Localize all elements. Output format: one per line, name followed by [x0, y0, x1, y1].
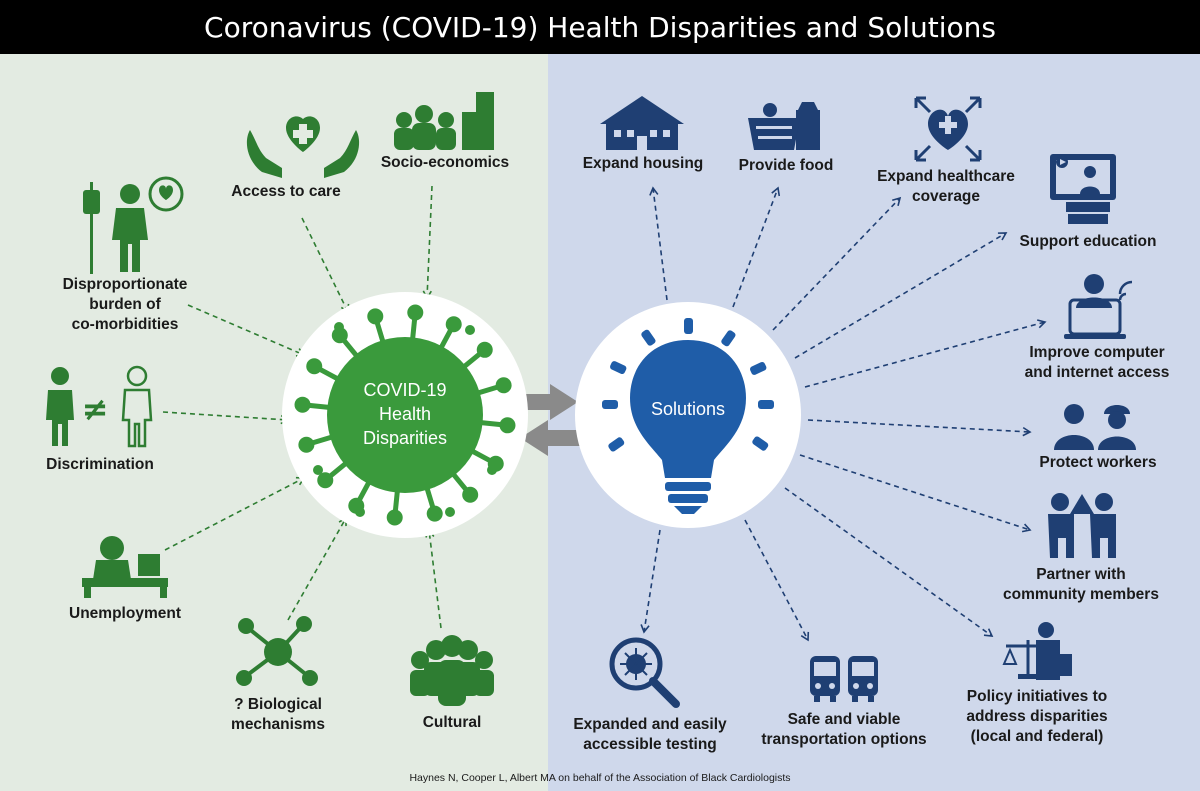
arrow-unemployment	[164, 476, 306, 551]
label-protect-workers: Protect workers	[1039, 454, 1157, 471]
arrow-left-gray	[520, 420, 580, 456]
arrow-socio	[422, 185, 433, 300]
virus-spike-tip	[331, 327, 348, 344]
covid-hub-line-2: Health	[378, 404, 432, 424]
arrow-education	[794, 232, 1008, 359]
label-improve-computer: Improve computer and internet access	[1006, 343, 1188, 383]
disparity-connectors	[162, 185, 442, 629]
virus-spike-tip	[445, 316, 462, 333]
exchange-arrows	[518, 384, 580, 456]
label-comorbidities-line-2: burden of	[89, 296, 161, 313]
label-policy-initiatives: Policy initiatives to address disparitie…	[946, 687, 1128, 747]
label-computer-line-2: and internet access	[1024, 364, 1170, 381]
virus-spike-tip	[306, 358, 323, 375]
label-discrimination: Discrimination	[46, 456, 154, 473]
svg-text:≠: ≠	[82, 390, 109, 428]
label-biological-line-2: mechanisms	[231, 716, 325, 733]
label-policy-line-3: (local and federal)	[970, 728, 1104, 745]
title-bar: Coronavirus (COVID-19) Health Disparitie…	[0, 0, 1200, 54]
label-comorbidities-line-3: co-morbidities	[71, 316, 179, 333]
arrow-testing	[640, 529, 661, 634]
label-computer-line-1: Improve computer	[1029, 344, 1165, 361]
virus-spike-tip	[317, 472, 334, 489]
covid-hub-label: COVID-19 Health Disparities	[345, 378, 465, 450]
label-accessible-testing: Expanded and easily accessible testing	[560, 715, 740, 755]
label-socio-economics: Socio-economics	[380, 154, 510, 171]
credit-line: Haynes N, Cooper L, Albert MA on behalf …	[409, 772, 791, 784]
label-testing-line-1: Expanded and easily	[573, 716, 727, 733]
laptop-user-icon	[1064, 274, 1133, 339]
label-comorbidities-line-1: Disproportionate	[62, 276, 188, 293]
label-policy-line-1: Policy initiatives to	[966, 688, 1108, 705]
label-biological-line-1: ? Biological	[234, 696, 322, 713]
label-transport-line-2: transportation options	[761, 731, 927, 748]
arrow-healthcare	[772, 196, 902, 331]
label-support-education: Support education	[1019, 233, 1157, 250]
virus-spike-tip	[294, 396, 311, 413]
crowd-buildings-icon	[394, 92, 494, 150]
unemployed-person-icon	[82, 536, 168, 598]
arrow-biological	[287, 516, 347, 621]
label-provide-food: Provide food	[738, 157, 834, 174]
arrow-cultural	[425, 528, 442, 629]
diagram-title: Coronavirus (COVID-19) Health Disparitie…	[204, 10, 996, 44]
molecule-network-icon	[236, 616, 318, 686]
label-healthcare-line-2: coverage	[911, 188, 981, 205]
arrow-right-gray	[518, 384, 578, 420]
virus-spike-tip	[386, 509, 403, 526]
arrow-computer	[804, 319, 1047, 388]
virus-spike-tip	[367, 308, 384, 325]
arrow-workers	[807, 419, 1032, 437]
virus-body	[327, 337, 483, 493]
arrow-partner	[799, 454, 1032, 533]
arrow-comorb	[187, 304, 306, 357]
solutions-hub-label: Solutions	[650, 399, 726, 419]
label-expand-housing: Expand housing	[582, 155, 704, 172]
label-comorbidities: Disproportionate burden of co-morbiditie…	[40, 275, 210, 335]
label-access-to-care: Access to care	[231, 183, 341, 200]
virus-spike-tip	[499, 417, 516, 434]
lightbulb-icon	[630, 340, 746, 478]
label-unemployment: Unemployment	[69, 605, 181, 622]
virus-spike-tip	[495, 377, 512, 394]
arrow-housing	[649, 186, 668, 301]
community-group-icon	[410, 635, 494, 706]
label-transportation: Safe and viable transportation options	[746, 710, 942, 750]
virus-spike-tip	[407, 304, 424, 321]
workers-icon	[1054, 404, 1136, 450]
partnership-icon	[1048, 493, 1116, 558]
label-partner-community: Partner with community members	[990, 565, 1172, 605]
covid-hub-line-3: Disparities	[362, 428, 448, 448]
not-equal-people-icon: ≠	[46, 365, 153, 448]
label-biological-mechanisms: ? Biological mechanisms	[205, 695, 351, 735]
virus-spike-tip	[426, 505, 443, 522]
label-partner-line-1: Partner with	[1036, 566, 1126, 583]
label-transport-line-1: Safe and viable	[787, 711, 901, 728]
arrow-policy	[784, 487, 994, 637]
heart-arrows-icon	[914, 96, 982, 162]
virus-spike-tip	[476, 341, 493, 358]
arrow-discrimination	[162, 411, 290, 425]
arrow-food	[732, 186, 781, 308]
label-expand-healthcare: Expand healthcare coverage	[856, 167, 1036, 207]
virus-spikes	[294, 304, 516, 526]
label-cultural: Cultural	[422, 714, 482, 731]
covid-hub-line-1: COVID-19	[363, 380, 447, 400]
magnifier-virus-icon	[609, 637, 680, 708]
arrow-access	[301, 217, 350, 314]
arrow-transport	[744, 519, 810, 642]
policy-justice-icon	[1002, 622, 1072, 680]
solution-connectors	[640, 186, 1047, 642]
lightbulb-rays	[602, 318, 774, 452]
label-healthcare-line-1: Expand healthcare	[877, 168, 1015, 185]
label-partner-line-2: community members	[1003, 586, 1159, 603]
virus-spike-tip	[298, 436, 315, 453]
label-testing-line-2: accessible testing	[583, 736, 717, 753]
solutions-hub	[575, 302, 801, 528]
covid-hub	[282, 292, 528, 538]
patient-iv-icon	[83, 176, 184, 274]
virus-spike-tip	[462, 486, 479, 503]
label-policy-line-2: address disparities	[966, 708, 1108, 725]
